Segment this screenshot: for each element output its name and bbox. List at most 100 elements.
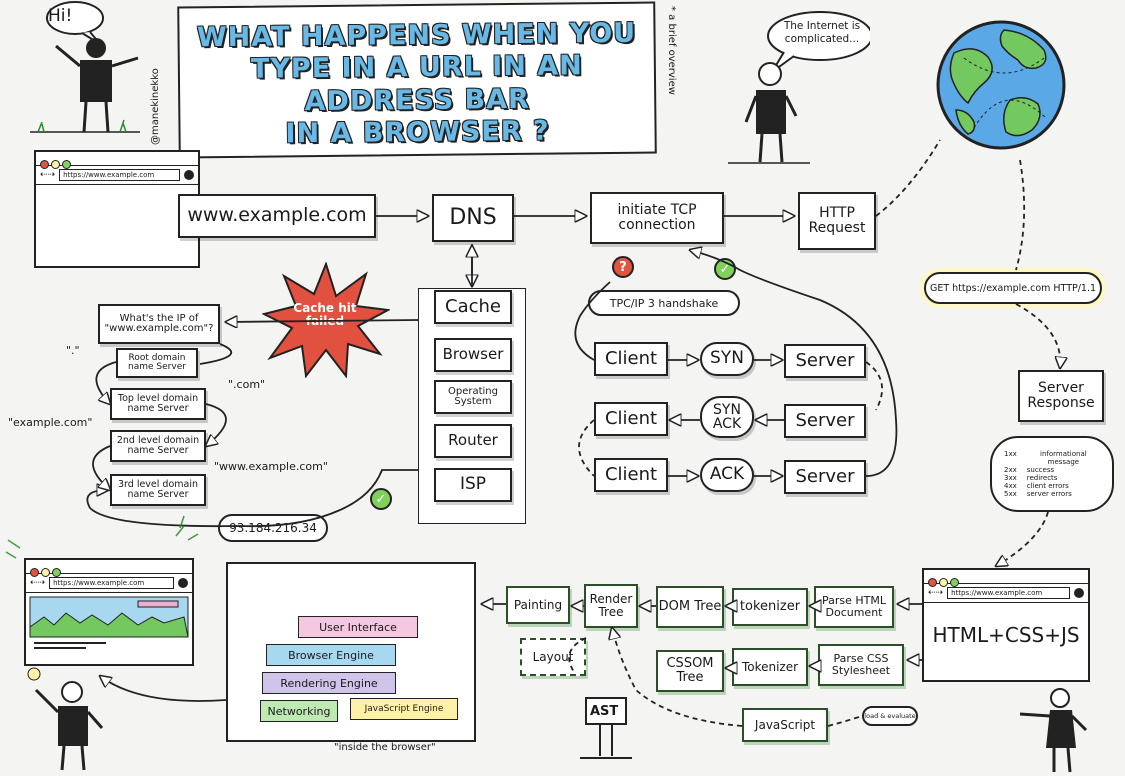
greeting-figure [30,1,140,133]
webpage-hero-image [29,596,189,649]
globe-icon [936,20,1066,150]
second-level-server-box: 2nd level domain name Server [110,430,206,462]
hs-row2-msg: SYN ACK [700,396,754,438]
cache-item-browser: Browser [434,338,512,372]
browser-window-right: ⇠⇢ https://www.example.com HTML+CSS+JS [922,568,1090,682]
nav-arrows-icon[interactable]: ⇠⇢ [40,170,56,180]
title-panel: WHAT HAPPENS WHEN YOU TYPE IN A URL IN A… [177,1,657,159]
pointing-figure [1019,688,1088,773]
layer-rendering-engine: Rendering Engine [262,672,396,694]
status-code: 2xx [1004,466,1017,474]
ip-success-check-icon: ✓ [370,488,392,510]
window-controls [36,152,198,169]
browser-window-top: ⇠⇢ https://www.example.com [34,150,200,268]
status-code: 4xx [1004,482,1017,490]
server-response-box: Server Response [1018,370,1104,422]
status-code-desc: client errors [1026,482,1069,490]
hs-row3-server: Server [784,460,866,494]
dns-box: DNS [432,194,514,242]
nav-arrows-icon[interactable]: ⇠⇢ [30,578,46,588]
hs-row2-client: Client [594,402,668,436]
handshake-label-cloud: TPC/IP 3 handshake [588,290,740,316]
profile-icon[interactable] [178,578,188,588]
status-code-row: 5xx server errors [1004,490,1100,498]
status-code-desc: informational message [1040,450,1087,466]
status-code-row: 3xx redirects [1004,474,1100,482]
greeting-text: Hi! [48,6,73,26]
root-server-box: Root domain name Server [116,348,198,378]
hs-row3-client: Client [594,458,668,492]
address-bar-right[interactable]: https://www.example.com [947,587,1070,599]
tcp-connection-label: initiate TCP connection [617,202,697,233]
third-level-server-box: 3rd level domain name Server [110,474,206,506]
title-line-2: TYPE IN A URL IN AN ADDRESS BAR [250,50,583,117]
status-code: 5xx [1004,490,1017,498]
answer-www: "www.example.com" [214,460,328,473]
answer-root: "." [66,344,80,357]
layer-browser-engine: Browser Engine [266,644,396,666]
javascript-box: JavaScript [742,708,828,742]
inside-caption: "inside the browser" [334,742,436,753]
answer-com: ".com" [228,378,266,391]
status-code: 1xx [1004,450,1017,458]
tokenizer-css-box: Tokenizer [732,648,808,686]
cache-title: Cache [434,290,512,324]
hs-row1-client: Client [594,342,668,376]
nav-arrows-icon[interactable]: ⇠⇢ [928,588,944,598]
profile-icon[interactable] [184,170,194,180]
profile-icon[interactable] [1074,588,1084,598]
tokenizer-html-box: tokenizer [732,588,808,626]
status-code-desc: redirects [1026,474,1058,482]
hs-row1-server: Server [784,344,866,378]
answer-example-com: "example.com" [8,416,93,429]
handshake-error-icon: ? [612,256,634,278]
cache-item-os: Operating System [434,380,512,414]
http-request-box: HTTP Request [798,192,876,250]
layer-networking: Networking [260,700,338,722]
cache-miss-text: Cache hit failed [293,301,357,329]
title-line-1: WHAT HAPPENS WHEN YOU [196,17,637,54]
address-bar[interactable]: https://www.example.com [59,169,180,181]
thinking-figure [728,11,870,164]
ast-label: AST [590,704,619,719]
hs-row2-server: Server [784,404,866,438]
status-code-row: 4xx client errors [1004,482,1100,490]
status-code-row: 2xx success [1004,466,1100,474]
window-controls-right [924,570,1088,587]
url-input-box[interactable]: www.example.com [178,194,376,238]
layer-user-interface: User Interface [298,616,418,638]
layer-javascript-engine: JavaScript Engine [350,698,458,720]
parse-css-box: Parse CSS Stylesheet [818,644,904,686]
cache-item-router: Router [434,424,512,458]
overview-note: * a brief overview [666,6,677,95]
title-line-3: IN A BROWSER ? [285,115,550,150]
ip-address-cloud: 93.184.216.34 [218,514,328,542]
hs-row3-msg: ACK [700,458,754,492]
speech-text: The Internet is complicated... [783,20,861,45]
status-code-desc: server errors [1026,490,1072,498]
tcp-connection-box: initiate TCP connection [590,192,724,244]
status-codes-cloud: 1xx informational message 2xx success 3xx red… [990,436,1114,512]
status-code-desc: success [1026,466,1055,474]
painting-box: Painting [506,586,570,624]
layout-box: Layout [520,638,586,676]
load-evaluate-cloud: load & evaluate [862,706,918,726]
parse-html-box: Parse HTML Document [814,586,894,628]
html-css-js-label: HTML+CSS+JS [932,623,1080,647]
window-controls-bottom [26,560,192,577]
handshake-success-icon: ✓ [714,258,736,280]
browser-window-bottom: ⇠⇢ https://www.example.com [24,558,194,666]
lightbulb-figure [27,667,104,771]
cssom-tree-box: CSSOM Tree [656,650,724,692]
get-request-cloud: GET https://example.com HTTP/1.1 [924,272,1102,304]
status-code: 3xx [1004,474,1017,482]
dom-tree-box: DOM Tree [656,586,724,628]
cache-item-isp: ISP [434,468,512,502]
hs-row1-msg: SYN [700,342,754,376]
status-code-row: 1xx informational message [1004,450,1100,466]
tld-server-box: Top level domain name Server [110,388,206,420]
author-handle: @manekinekko [150,68,161,145]
dns-question-box: What's the IP of "www.example.com"? [98,304,220,344]
address-bar-bottom[interactable]: https://www.example.com [49,577,174,589]
render-tree-box: Render Tree [584,584,638,628]
